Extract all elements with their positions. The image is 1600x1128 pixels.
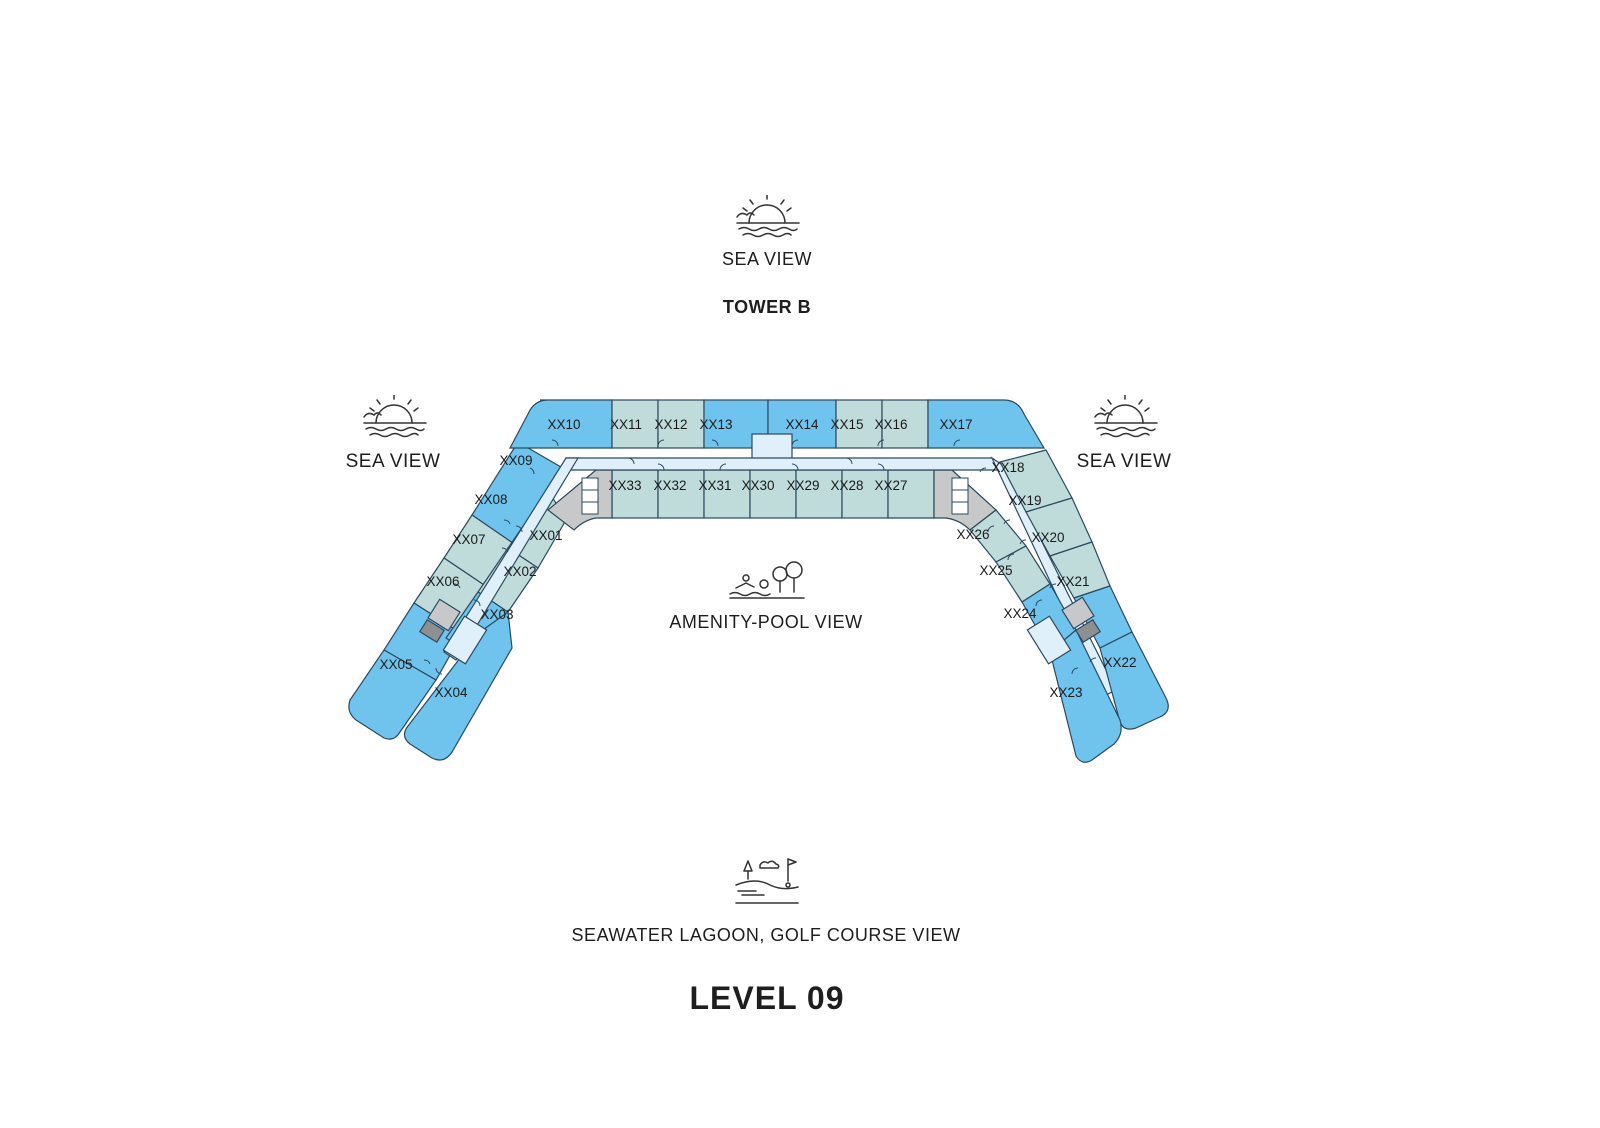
unit-xx14[interactable]: XX14 (785, 417, 819, 432)
unit-xx24[interactable]: XX24 (1003, 606, 1037, 621)
unit-xx23[interactable]: XX23 (1049, 685, 1082, 700)
unit-xx18[interactable]: XX18 (991, 460, 1024, 475)
top-sea-view-icon (736, 195, 800, 238)
unit-xx26[interactable]: XX26 (956, 527, 989, 542)
left-sea-view-icon (363, 395, 427, 438)
tower-title: TOWER B (722, 297, 812, 317)
level-title: LEVEL 09 (689, 980, 845, 1016)
unit-xx06[interactable]: XX06 (426, 574, 459, 589)
golf-course-icon (735, 858, 799, 904)
bottom-view-label: SEAWATER LAGOON, GOLF COURSE VIEW (571, 925, 961, 945)
lift-core-top (751, 433, 793, 461)
top-row (509, 399, 1046, 461)
unit-xx29[interactable]: XX29 (786, 478, 819, 493)
unit-xx33[interactable]: XX33 (608, 478, 641, 493)
unit-xx03[interactable]: XX03 (480, 607, 513, 622)
unit-xx28[interactable]: XX28 (830, 478, 863, 493)
unit-xx31[interactable]: XX31 (698, 478, 731, 493)
unit-xx15[interactable]: XX15 (830, 417, 863, 432)
unit-xx01[interactable]: XX01 (529, 528, 562, 543)
unit-xx07[interactable]: XX07 (452, 532, 485, 547)
unit-xx05[interactable]: XX05 (379, 657, 412, 672)
unit-doors (423, 439, 1097, 675)
unit-xx08[interactable]: XX08 (474, 492, 507, 507)
unit-xx11[interactable]: XX11 (610, 417, 642, 432)
right-wing (969, 449, 1169, 763)
unit-xx04[interactable]: XX04 (434, 685, 468, 700)
unit-xx19[interactable]: XX19 (1008, 493, 1041, 508)
left-wing (348, 441, 567, 740)
top-view-label: SEA VIEW (721, 249, 813, 269)
unit-xx09[interactable]: XX09 (499, 453, 532, 468)
unit-xx17[interactable]: XX17 (939, 417, 972, 432)
left-view-label: SEA VIEW (345, 451, 441, 472)
left-wing-lower (403, 598, 513, 761)
unit-xx13[interactable]: XX13 (699, 417, 732, 432)
unit-xx25[interactable]: XX25 (979, 563, 1012, 578)
unit-xx02[interactable]: XX02 (503, 564, 536, 579)
inner-row (547, 469, 997, 531)
unit-xx21[interactable]: XX21 (1056, 574, 1089, 589)
unit-labels: XX10 XX11 XX12 XX13 XX14 XX15 XX16 XX17 … (379, 417, 1136, 700)
unit-xx30[interactable]: XX30 (741, 478, 774, 493)
pool-amenity-icon (729, 561, 805, 599)
unit-xx12[interactable]: XX12 (654, 417, 687, 432)
unit-xx20[interactable]: XX20 (1031, 530, 1064, 545)
unit-xx22[interactable]: XX22 (1103, 655, 1136, 670)
right-view-label: SEA VIEW (1076, 451, 1172, 472)
unit-xx32[interactable]: XX32 (653, 478, 686, 493)
center-view-label: AMENITY-POOL VIEW (669, 612, 863, 632)
unit-xx16[interactable]: XX16 (874, 417, 907, 432)
right-sea-view-icon (1094, 395, 1158, 438)
unit-xx10[interactable]: XX10 (547, 417, 580, 432)
unit-xx27[interactable]: XX27 (874, 478, 907, 493)
